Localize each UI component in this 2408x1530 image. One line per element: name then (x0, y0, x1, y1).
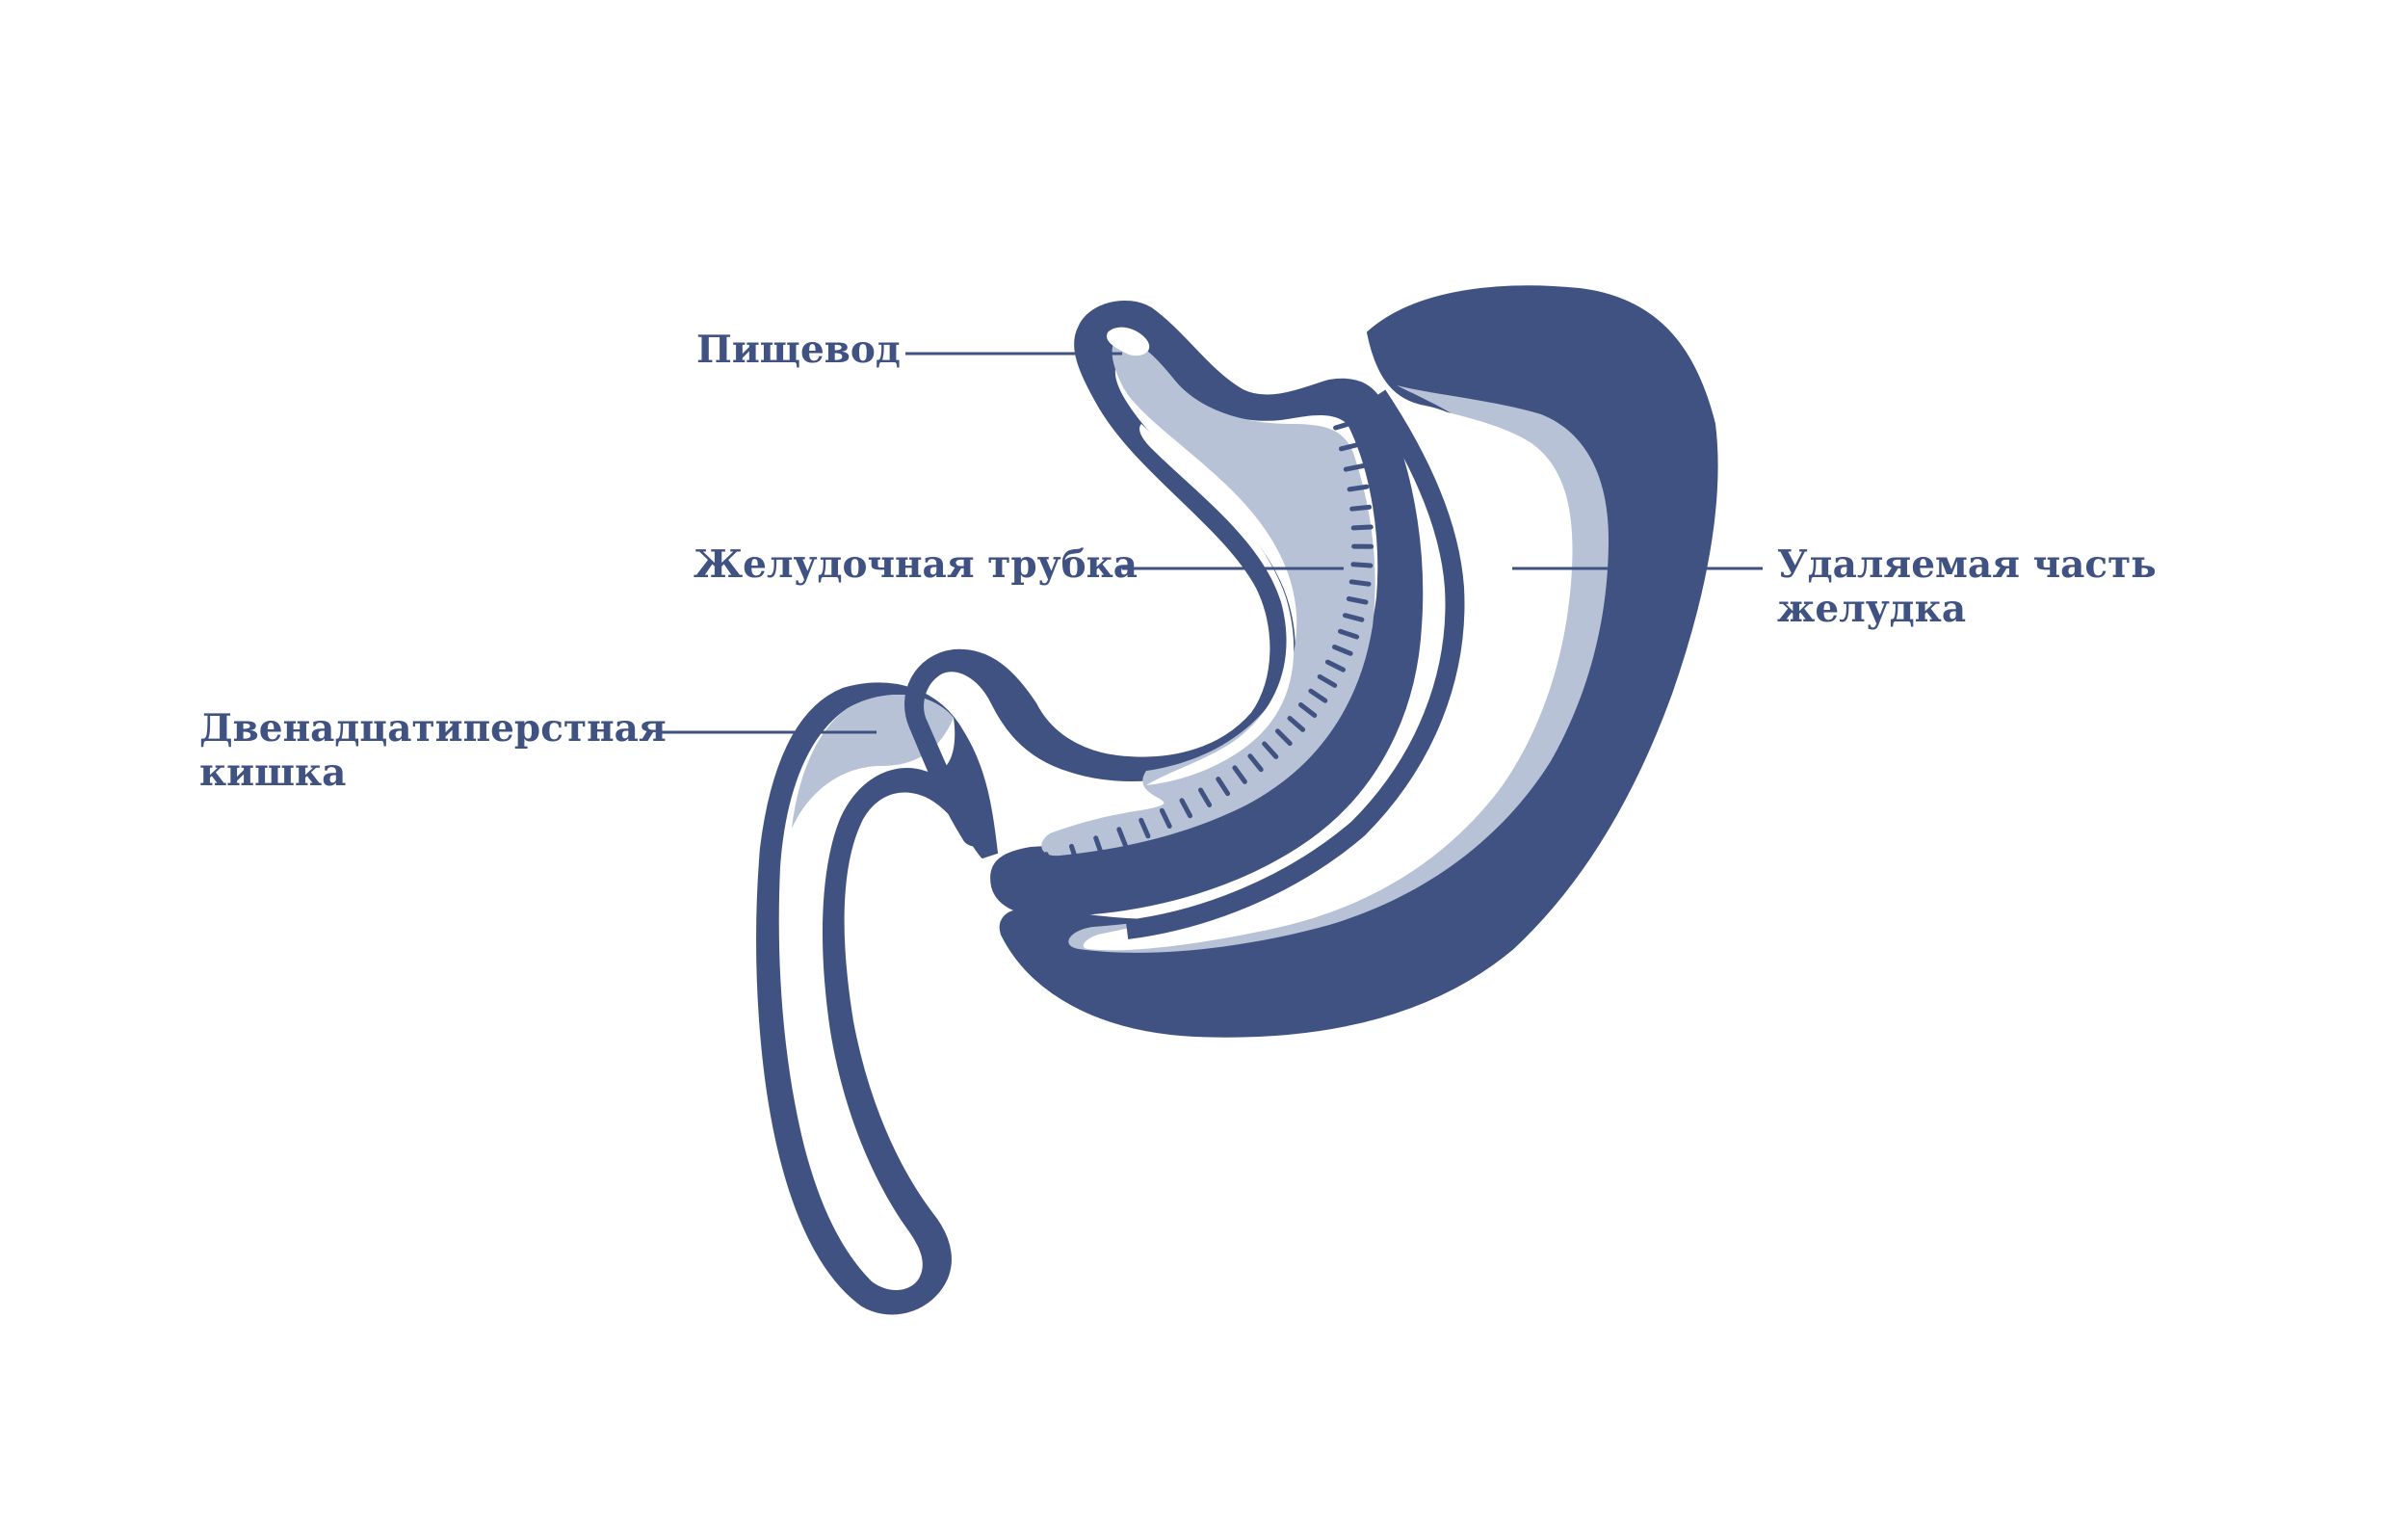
gastric-tube-wall (904, 300, 1424, 917)
staple-mark (1232, 765, 1247, 784)
staple-mark (1275, 728, 1293, 747)
leader-lines (660, 352, 1763, 734)
staple-mark (1332, 645, 1353, 656)
staple-mark (1350, 524, 1374, 531)
staple-mark (1139, 817, 1151, 839)
staple-mark (1343, 463, 1366, 472)
staple-mark (1333, 420, 1355, 431)
staple-mark (1348, 579, 1372, 587)
staple-mark (1198, 787, 1213, 807)
label-gastric-tube: Желудочная трубка (694, 542, 1138, 587)
gastric-tube-lining (1041, 337, 1375, 857)
staple-mark (1350, 562, 1374, 568)
staple-separator-outer (1125, 389, 1465, 939)
esophagus-opening (1107, 327, 1150, 356)
label-removed-part-line2: желудка (1777, 587, 1967, 631)
staple-mark (1069, 843, 1080, 866)
label-gastric-tube-text: Желудочная трубка (694, 542, 1139, 587)
gastric-tube-lumen (1139, 424, 1295, 785)
staple-mark (1093, 835, 1105, 857)
staple-mark (1159, 807, 1172, 829)
staple-mark (1116, 827, 1128, 848)
label-duodenum-line1: Двенадцатиперстная (199, 706, 667, 751)
staple-marks (1043, 420, 1374, 874)
staple-mark (1247, 753, 1264, 773)
staple-mark (1043, 852, 1054, 874)
staple-mark (1262, 741, 1279, 759)
staple-mark (1349, 504, 1373, 512)
staple-mark (1343, 613, 1365, 622)
staple-mark (1339, 442, 1361, 452)
removed-stomach-part (999, 285, 1718, 1038)
staple-mark (1324, 659, 1346, 673)
staple-mark (1346, 596, 1369, 605)
label-removed-part-line1: Удаляемая часть (1777, 542, 2157, 587)
label-duodenum: Двенадцатиперстная кишка (199, 706, 667, 795)
removed-part-lumen (1083, 405, 1573, 951)
label-esophagus: Пищевод (696, 328, 901, 372)
staple-mark (1338, 628, 1360, 640)
gastric-tube (904, 300, 1424, 917)
staple-mark (1308, 688, 1328, 703)
staple-mark (1298, 702, 1318, 718)
staple-mark (1317, 673, 1338, 688)
label-removed-part: Удаляемая часть желудка (1777, 542, 2157, 631)
label-esophagus-text: Пищевод (696, 328, 901, 372)
duodenum-lumen (778, 695, 955, 1291)
staple-mark (1179, 798, 1192, 819)
label-duodenum-line2: кишка (199, 751, 347, 795)
staple-mark (1347, 484, 1370, 492)
duodenum (756, 682, 999, 1315)
staple-mark (1287, 716, 1306, 732)
staple-mark (1216, 777, 1231, 797)
